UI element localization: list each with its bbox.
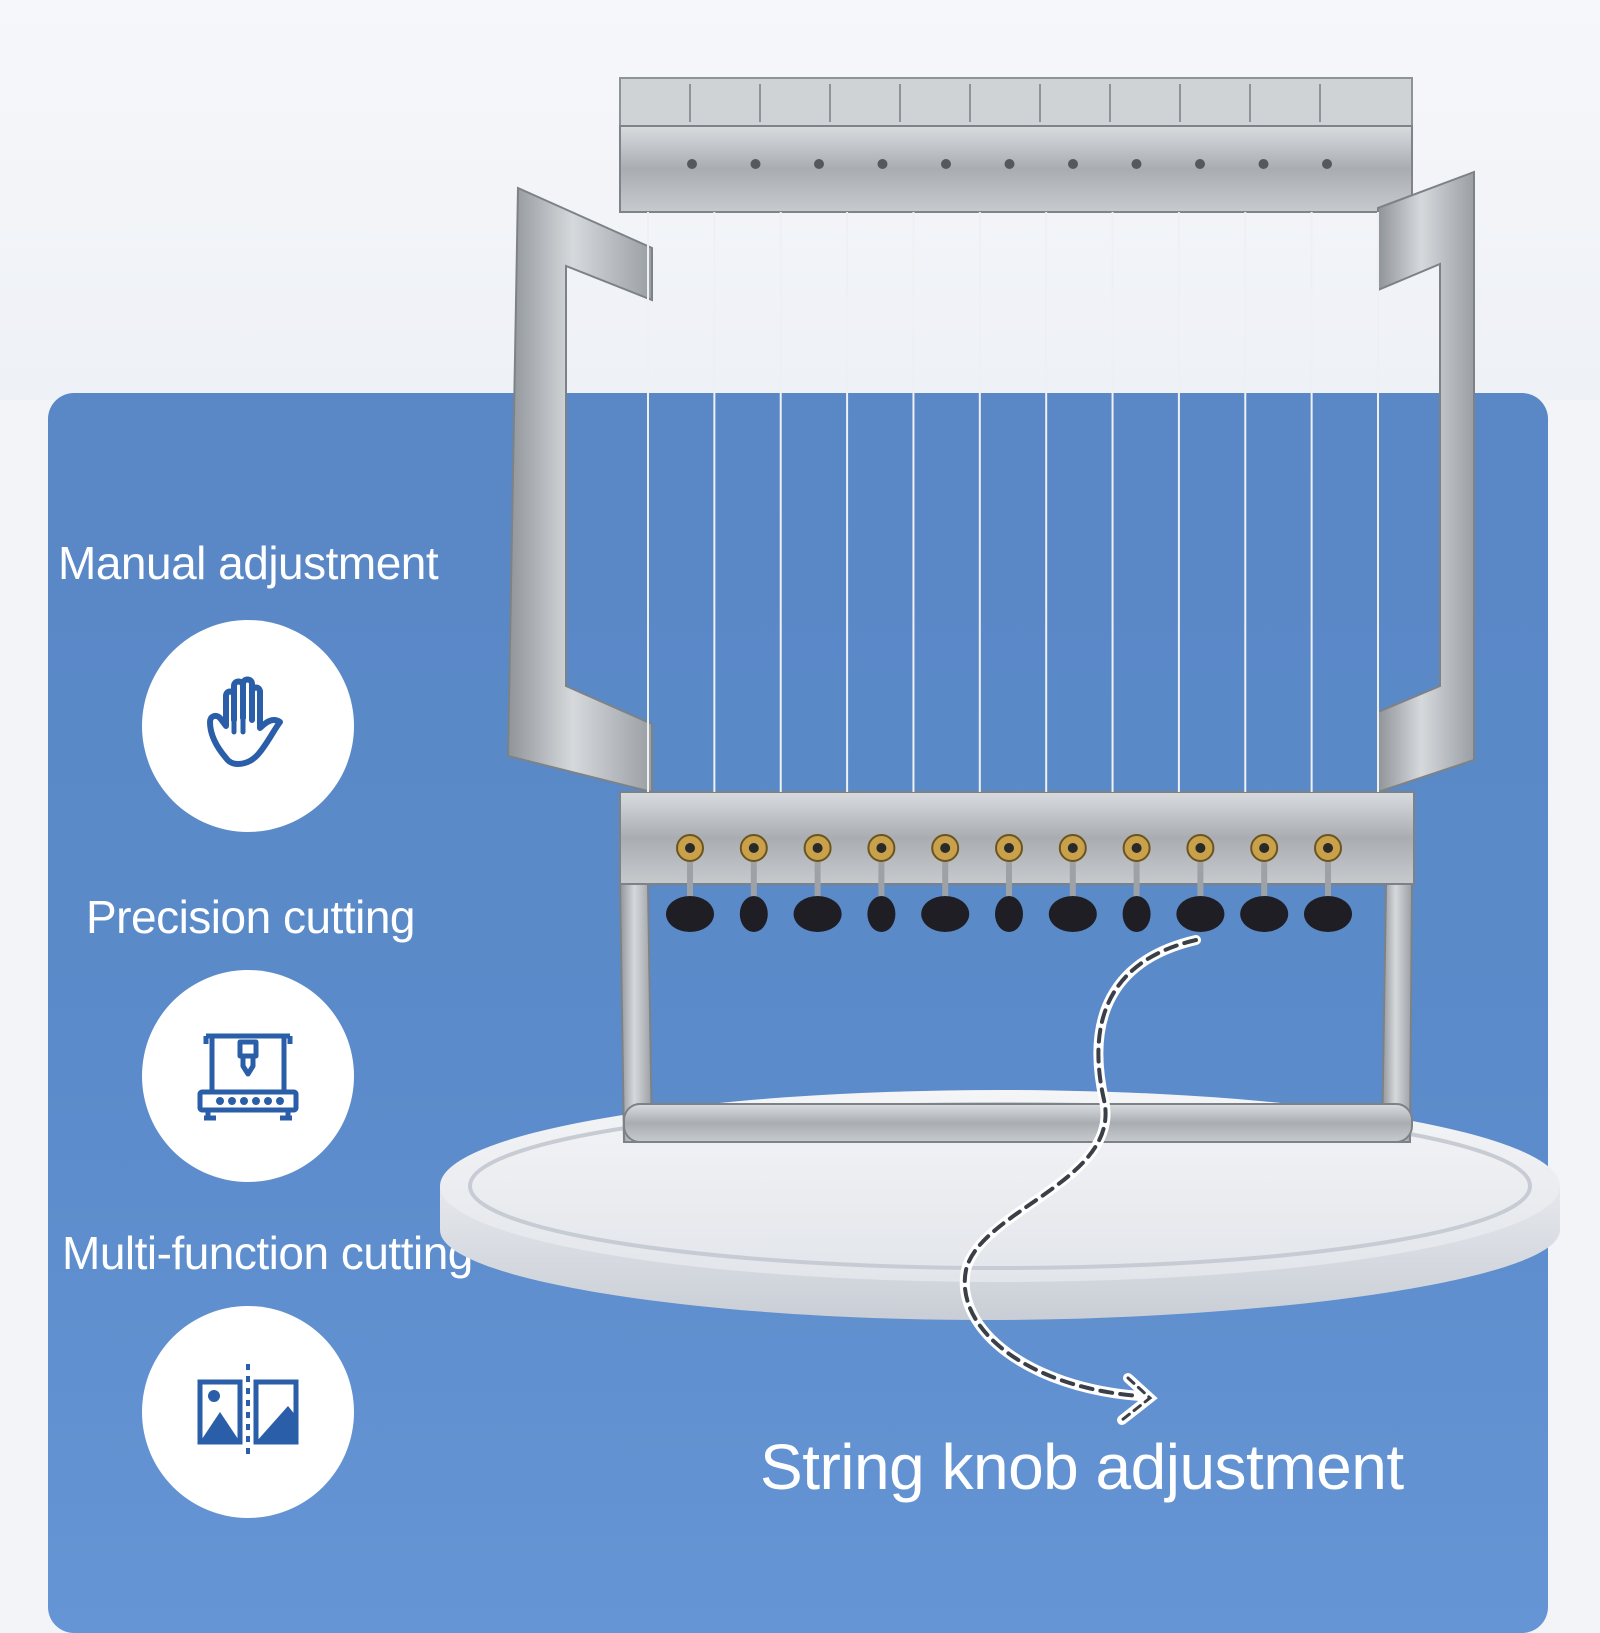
peg-shaft [750,862,757,904]
feature-label-manual: Manual adjustment [58,537,439,589]
rivet [941,159,951,169]
string-knob [666,896,714,932]
tuning-peg-hole [1067,843,1078,853]
rivet [1004,159,1015,169]
feature-icon-multifunction [142,1306,354,1518]
hand-icon [207,676,283,767]
callout-label-string-knob: String knob adjustment [760,1431,1404,1503]
string-knob [1122,896,1151,932]
feature-icon-manual [142,620,354,832]
top-plate-rivets [687,159,1332,169]
string-knob [1048,896,1097,932]
peg-shaft [1325,862,1331,904]
rivet [687,159,697,169]
dashed-arrow [959,935,1201,1425]
string-knob [1176,896,1225,932]
cutter-frame [506,170,1475,1143]
tuning-peg-hole [1323,843,1333,853]
tuning-peg-hole [940,843,951,853]
tuning-peg-hole [1004,843,1014,853]
peg-shaft [1006,862,1012,904]
string-knob [921,896,970,932]
feature-icon-precision [142,970,354,1182]
rivet [1258,159,1269,169]
rivet [750,159,761,169]
peg-shaft [942,862,949,904]
string-knobs [666,896,1352,932]
rivet [1195,159,1205,169]
peg-shaft [1261,862,1268,904]
tuning-peg-hole [876,843,887,853]
feature-label-multifunction: Multi-function cutting [62,1227,473,1279]
cutting-strings [647,212,1379,792]
string-knob [739,896,768,932]
peg-shaft [878,862,885,904]
tuning-peg-hole [1195,843,1206,853]
tuning-pegs [676,834,1342,904]
rivet [1322,159,1332,169]
tuning-peg-hole [1131,843,1142,853]
rivet [814,159,824,169]
peg-shaft [1133,862,1140,904]
tuning-peg-hole [812,843,823,853]
string-knob [867,896,896,932]
cnc-machine-icon [197,1033,299,1121]
top-mount [619,77,1413,213]
peg-shaft [687,862,693,904]
split-image-icon [197,1364,299,1460]
string-knob [1240,896,1289,932]
rivet [1131,159,1142,169]
string-knob [793,896,842,932]
string-knob [995,896,1023,932]
peg-shaft [1197,862,1204,904]
tuning-peg-hole [1259,843,1270,853]
tuning-peg-hole [748,843,759,853]
rivet [877,159,888,169]
peg-shaft [814,862,821,904]
string-knob [1304,896,1352,932]
peg-shaft [1069,862,1076,904]
rivet [1068,159,1078,169]
tuning-peg-hole [685,843,695,853]
product-scene [440,77,1560,1425]
feature-label-precision: Precision cutting [86,891,416,943]
